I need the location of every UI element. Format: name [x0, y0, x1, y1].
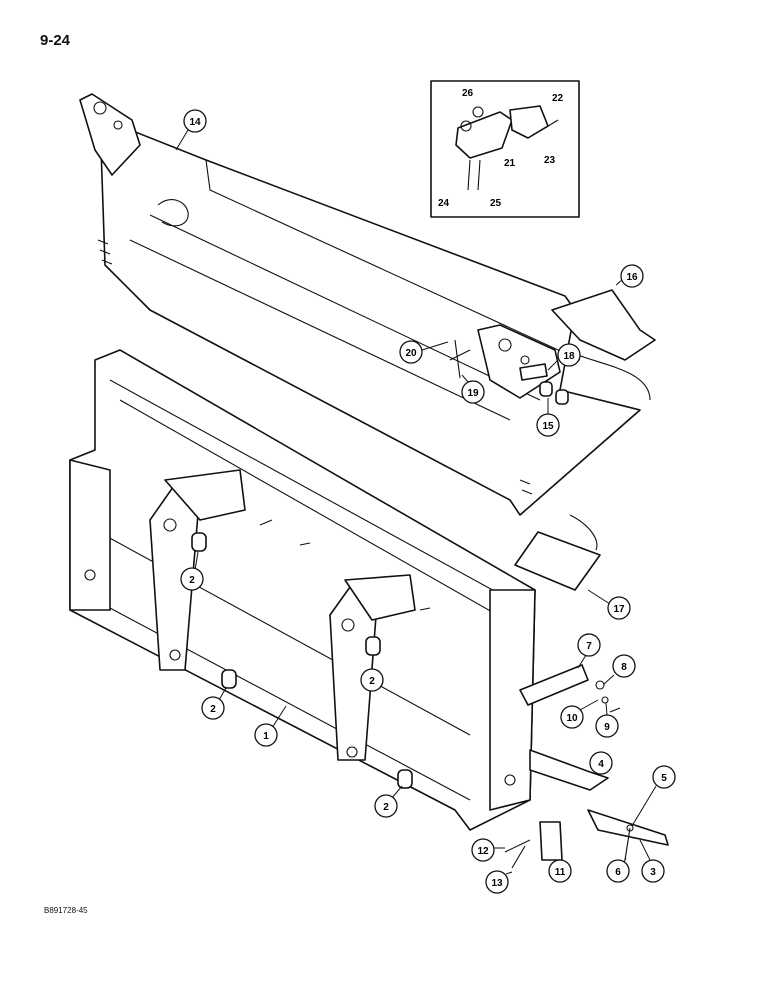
hardware — [449, 339, 634, 869]
callout-2d: 2 — [374, 785, 403, 818]
callout-12-label: 12 — [477, 846, 489, 857]
callout-1: 1 — [254, 705, 287, 747]
callout-12: 12 — [471, 838, 505, 862]
callout-2b-label: 2 — [210, 704, 216, 715]
callout-2a-label: 2 — [189, 575, 195, 586]
inset-label-25: 25 — [490, 198, 502, 209]
callout-20: 20 — [399, 340, 449, 364]
callout-14: 14 — [175, 109, 207, 151]
callout-2c-label: 2 — [369, 676, 375, 687]
callout-18-label: 18 — [563, 351, 575, 362]
callout-7-label: 7 — [586, 641, 592, 652]
top-plate-assembly — [79, 93, 641, 516]
callout-3: 3 — [639, 839, 665, 883]
callout-13: 13 — [485, 870, 513, 894]
bushings — [191, 381, 569, 789]
page-number: 9-24 — [40, 32, 71, 49]
callout-9: 9 — [595, 702, 619, 738]
callout-4: 4 — [589, 751, 613, 775]
callout-2c: 2 — [360, 654, 384, 692]
callout-17: 17 — [587, 589, 631, 620]
inset-label-22: 22 — [552, 93, 564, 104]
callout-2d-label: 2 — [383, 802, 389, 813]
inset-label-24: 24 — [438, 198, 450, 209]
callout-6-label: 6 — [615, 867, 621, 878]
detail-inset: 26 22 23 21 24 25 — [430, 80, 580, 218]
figure-code: B891728-45 — [44, 906, 88, 915]
callout-8-label: 8 — [621, 662, 627, 673]
callout-18: 18 — [547, 343, 581, 371]
callout-17-label: 17 — [613, 604, 625, 615]
callout-19-label: 19 — [467, 388, 479, 399]
callout-14-label: 14 — [189, 117, 201, 128]
callout-4-label: 4 — [598, 759, 604, 770]
callout-6: 6 — [606, 857, 630, 883]
bucket-frame — [69, 349, 536, 831]
callout-2a: 2 — [180, 551, 204, 591]
inset-frame — [430, 80, 580, 218]
callout-11: 11 — [548, 859, 572, 883]
callout-7: 7 — [577, 633, 601, 669]
callout-19: 19 — [461, 374, 485, 404]
callout-8: 8 — [603, 654, 636, 685]
callout-5: 5 — [631, 765, 676, 827]
inset-label-26: 26 — [462, 88, 474, 99]
callout-10: 10 — [560, 699, 599, 729]
inset-label-23: 23 — [544, 155, 556, 166]
callout-5-label: 5 — [661, 773, 667, 784]
callout-16-label: 16 — [626, 272, 638, 283]
callout-20-label: 20 — [405, 348, 417, 359]
callout-2b: 2 — [201, 687, 227, 720]
inset-label-21: 21 — [504, 158, 516, 169]
callout-13-label: 13 — [491, 878, 503, 889]
callout-3-label: 3 — [650, 867, 656, 878]
callout-11-label: 11 — [555, 867, 566, 878]
callout-10-label: 10 — [566, 713, 578, 724]
callout-15: 15 — [536, 398, 560, 437]
wear-plates — [514, 289, 669, 846]
callout-16: 16 — [615, 264, 644, 288]
callout-15-label: 15 — [542, 421, 554, 432]
callout-9-label: 9 — [604, 722, 610, 733]
callout-1-label: 1 — [263, 731, 269, 742]
